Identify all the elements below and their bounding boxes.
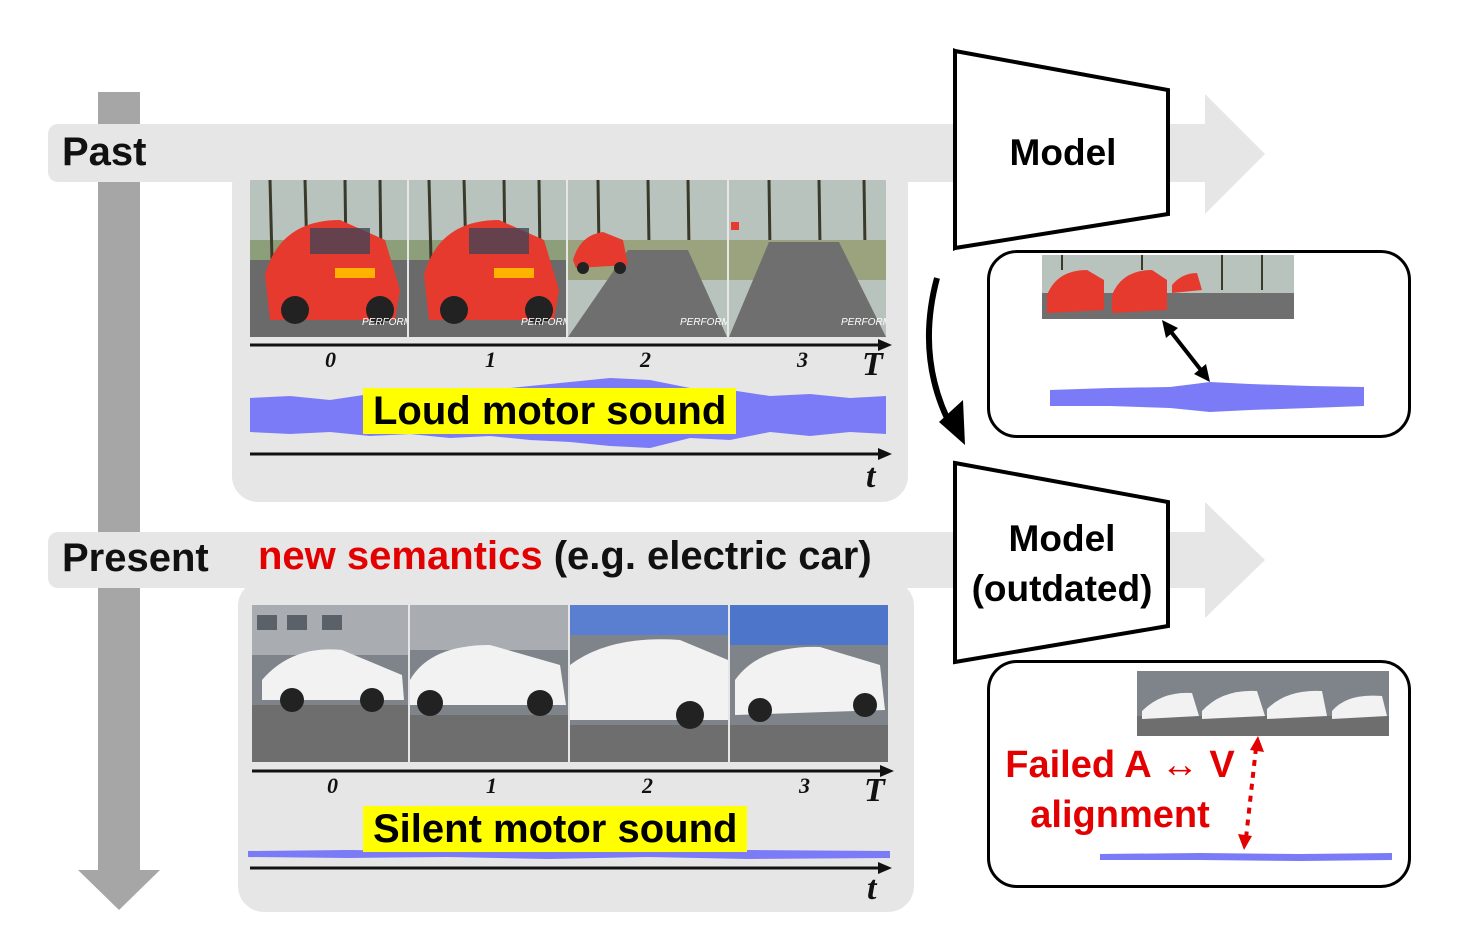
past-frame-3: PERFORMA — [729, 180, 886, 337]
present-tick-3: 3 — [799, 773, 810, 798]
present-frame-1 — [410, 605, 568, 762]
past-frame-2: PERFORMA — [568, 180, 727, 337]
white-car-image — [252, 605, 408, 762]
past-frame-1: PERFORMA — [409, 180, 566, 337]
empty-road-image: PERFORMA — [729, 180, 886, 337]
past-inset-frames — [1042, 255, 1294, 319]
failure-line-2: alignment — [1030, 794, 1210, 836]
present-inset-frames — [1137, 671, 1389, 736]
red-car-image: PERFORMA — [250, 180, 407, 337]
past-tick-2: 2 — [640, 347, 651, 372]
present-model-shape — [953, 460, 1170, 665]
past-band-arrowhead — [1205, 94, 1265, 214]
past-watermark-2: PERFORMA — [680, 317, 727, 328]
semantics-highlight: new semantics — [258, 534, 543, 578]
present-inset-waveform — [1100, 853, 1392, 861]
present-tick-2: 2 — [642, 773, 653, 798]
semantics-example: (e.g. electric car) — [553, 534, 872, 578]
present-audio-axis-label: t — [867, 870, 877, 907]
white-car-image — [570, 605, 728, 762]
past-watermark-3: PERFORMA — [841, 317, 886, 328]
present-model-label-1: Model — [1008, 518, 1116, 559]
present-frame-3 — [730, 605, 888, 762]
white-car-image — [730, 605, 888, 762]
past-model-outline — [953, 48, 1170, 251]
present-label: Present — [62, 536, 209, 580]
past-tick-1: 1 — [485, 347, 496, 372]
past-frame-axis-label: T — [862, 346, 883, 383]
white-car-image — [410, 605, 568, 762]
present-frame-axis — [252, 765, 894, 777]
present-audio-axis — [250, 862, 892, 874]
past-audio-axis-label: t — [866, 458, 876, 495]
red-car-image: PERFORMA — [568, 180, 727, 337]
failure-line-1: Failed A ↔ V — [1005, 744, 1235, 786]
double-arrow-icon — [1162, 320, 1210, 382]
past-label: Past — [62, 130, 147, 174]
time-arrow — [78, 92, 160, 910]
present-tick-1: 1 — [486, 773, 497, 798]
present-semantics: new semantics (e.g. electric car) — [258, 534, 872, 579]
present-audio-caption: Silent motor sound — [363, 806, 748, 852]
present-frame-2 — [570, 605, 728, 762]
past-watermark-1: PERFORMA — [521, 317, 566, 328]
past-frame-axis — [250, 339, 892, 351]
dotted-double-arrow-icon — [1238, 736, 1264, 850]
present-band-arrowhead — [1205, 502, 1265, 618]
red-car-image: PERFORMA — [409, 180, 566, 337]
past-audio-caption: Loud motor sound — [363, 388, 737, 434]
present-frame-0 — [252, 605, 408, 762]
past-watermark-0: PERFORMA — [362, 317, 407, 328]
curved-arrow-icon — [925, 277, 965, 445]
past-tick-0: 0 — [325, 347, 336, 372]
present-frame-axis-label: T — [864, 772, 885, 809]
past-audio-axis — [250, 448, 892, 460]
present-model-label-2: (outdated) — [971, 568, 1153, 609]
past-inset-waveform — [1050, 382, 1364, 412]
past-tick-3: 3 — [797, 347, 808, 372]
past-frame-0: PERFORMA — [250, 180, 407, 337]
past-model-label: Model — [1009, 132, 1117, 173]
present-tick-0: 0 — [327, 773, 338, 798]
